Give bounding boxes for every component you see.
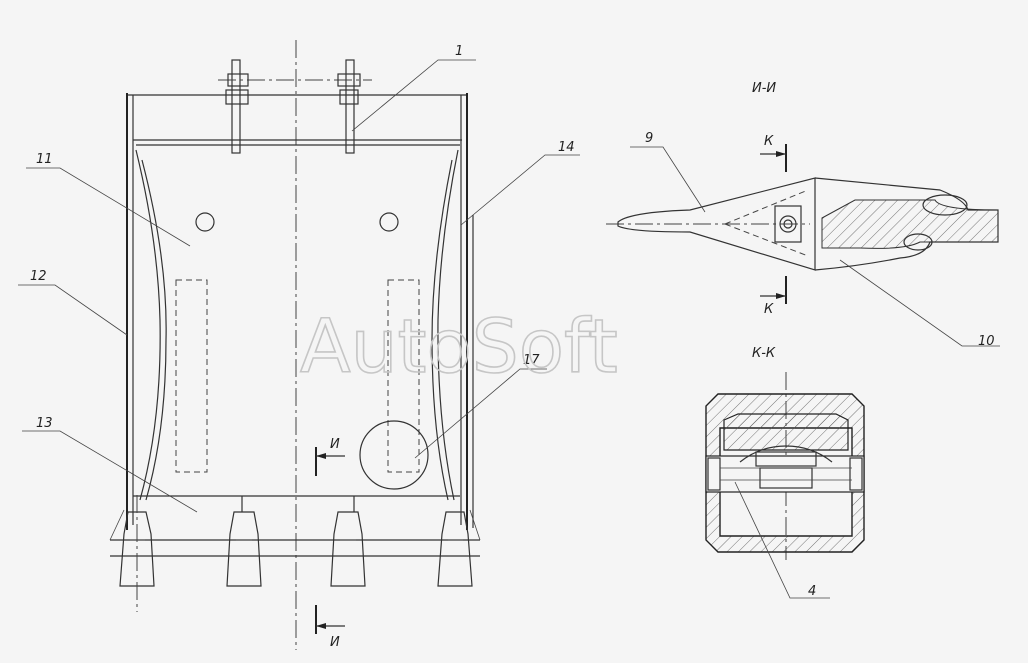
section-kk-view: К-К 4: [705, 346, 865, 599]
callout-14: 14: [558, 140, 575, 155]
section-ii-view: И-И К К 9 10: [606, 81, 1000, 349]
section-marker-k-bottom: К: [764, 302, 774, 317]
section-ii-title: И-И: [752, 81, 776, 96]
tooth: [119, 495, 155, 612]
callout-17: 17: [523, 353, 540, 368]
callout-10: 10: [978, 334, 995, 349]
tooth: [437, 511, 473, 587]
callout-13: 13: [36, 416, 53, 431]
section-marker-k-top: К: [764, 134, 774, 149]
section-marker-i-top: И: [330, 437, 340, 452]
callout-11: 11: [36, 152, 53, 167]
section-marker-i-bottom: И: [330, 635, 340, 650]
tooth: [226, 511, 262, 587]
section-kk-title: К-К: [752, 346, 776, 361]
callout-9: 9: [645, 131, 653, 146]
bucket-front-view: И И 1 11 12 13 14 17: [18, 40, 580, 650]
callout-1: 1: [455, 44, 463, 59]
callout-4: 4: [808, 584, 816, 599]
callout-12: 12: [30, 269, 47, 284]
tooth: [330, 511, 366, 587]
watermark: AutoSoft: [300, 304, 618, 390]
